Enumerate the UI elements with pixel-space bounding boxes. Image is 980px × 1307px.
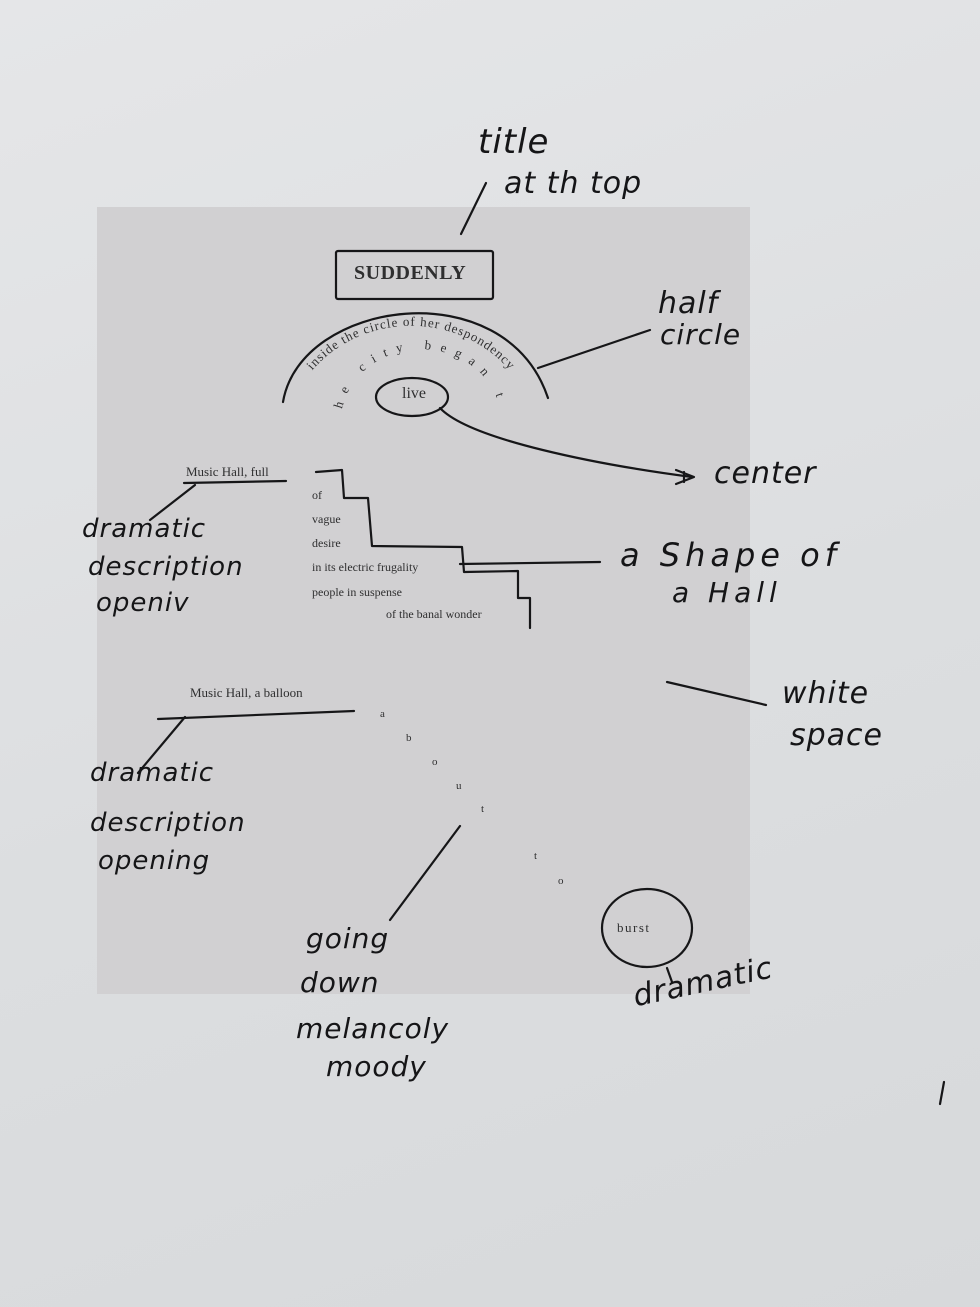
poem-title: SUDDENLY: [354, 262, 467, 284]
note-opening2-line-2: description: [90, 808, 246, 838]
stanza1-line-5: people in suspense: [312, 585, 402, 599]
note-going-down-line-3: melancoly: [296, 1012, 450, 1045]
hall-pointer: [458, 560, 602, 566]
note-hall-line-2: a Hall: [672, 576, 782, 609]
half-circle-pointer: [536, 328, 652, 370]
burst-pointer: [665, 966, 674, 984]
falling-letter: u: [456, 780, 462, 792]
heading1-underline: [182, 479, 288, 485]
burst-circle: [600, 887, 694, 969]
note-opening1-line-3: openiv: [96, 588, 190, 618]
falling-letter: a: [380, 708, 385, 720]
stanza1-line-6: of the banal wonder: [386, 607, 482, 621]
printed-page: [97, 207, 750, 994]
heading2-underline: [156, 709, 356, 721]
note-going-down-line-2: down: [300, 966, 380, 999]
falling-letter: t: [481, 803, 485, 815]
center-word: live: [402, 385, 426, 402]
arrow-head: [674, 468, 696, 486]
note-going-down-line-4: moody: [326, 1050, 427, 1083]
hall-staircase-outline: [314, 468, 532, 630]
stanza2-heading: Music Hall, a balloon: [190, 685, 303, 700]
falling-letter: t: [534, 850, 538, 862]
falling-letter: o: [558, 875, 564, 887]
note-half-circle-line-1: half: [658, 286, 719, 321]
stanza1-line-3: desire: [312, 536, 341, 550]
final-word: burst: [617, 920, 651, 935]
note-half-circle-line-2: circle: [660, 318, 742, 351]
stanza1-line-1: of: [312, 488, 322, 502]
note-opening2-line-1: dramatic: [90, 758, 215, 788]
note-opening1-line-1: dramatic: [82, 514, 207, 544]
heading1-pointer: [148, 483, 197, 522]
margin-mark: [938, 1080, 946, 1106]
white-space-pointer: [665, 680, 768, 707]
heading2-pointer: [136, 715, 187, 775]
falling-letter: o: [432, 756, 438, 768]
center-arrow: [438, 406, 694, 479]
title-box: [334, 249, 495, 301]
note-opening2-line-3: opening: [98, 846, 211, 876]
falling-letter: b: [406, 732, 412, 744]
note-center: center: [714, 456, 817, 491]
note-opening1-line-2: description: [88, 552, 244, 582]
stanza1-line-4: in its electric frugality: [312, 560, 419, 574]
note-white-space-line-2: space: [790, 718, 884, 753]
note-title-line-2: at th top: [504, 166, 643, 201]
note-hall-line-1: a Shape of: [620, 536, 841, 574]
half-circle-outline: [281, 312, 550, 404]
stanza1-heading: Music Hall, full: [186, 464, 269, 479]
title-pointer: [459, 181, 488, 236]
stanza1-line-2: vague: [312, 512, 341, 526]
note-going-down-line-1: going: [306, 922, 390, 955]
center-circle: [374, 376, 450, 418]
going-down-pointer: [388, 824, 462, 922]
note-white-space-line-1: white: [782, 676, 870, 711]
note-title-line-1: title: [478, 122, 550, 162]
